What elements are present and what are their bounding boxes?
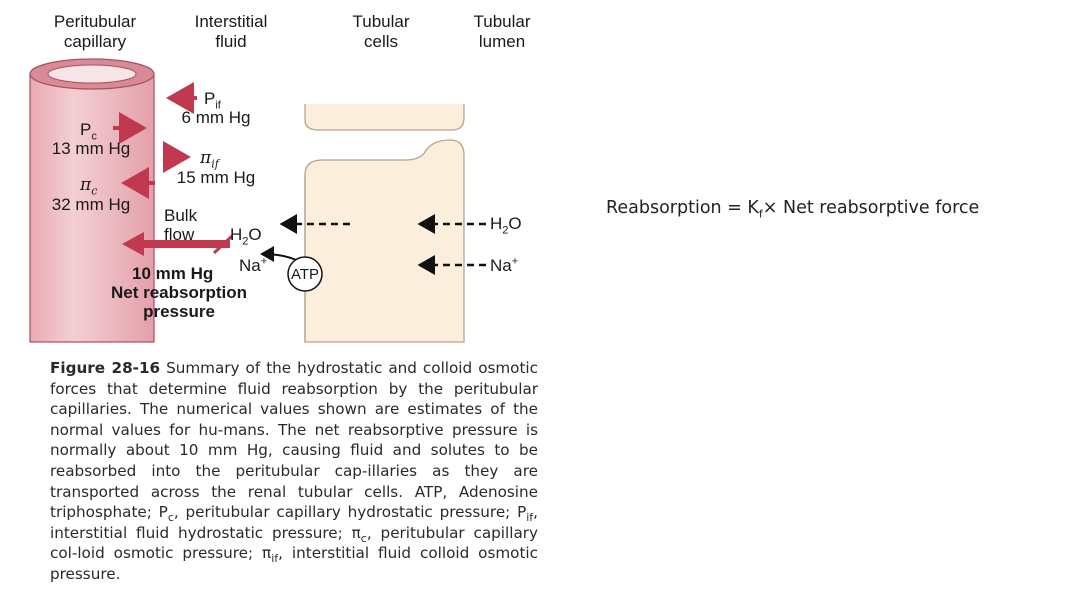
force-arrows bbox=[113, 82, 234, 256]
header-tubular-cells: Tubular cells bbox=[326, 12, 436, 52]
tubular-cells bbox=[304, 104, 465, 343]
pc-value: 13 mm Hg bbox=[51, 139, 131, 158]
pc-symbol: P bbox=[80, 120, 92, 139]
caption-sub4: if bbox=[271, 552, 279, 566]
bulk-flow-arrow-head bbox=[122, 232, 144, 256]
h2o-left-h: H bbox=[230, 225, 243, 244]
caption-part3: , interstitial fluid hydrostatic pressur… bbox=[50, 503, 538, 542]
pc-label: Pc 13 mm Hg bbox=[44, 120, 138, 158]
upper-tubular-cell bbox=[304, 104, 465, 131]
atp-label: ATP bbox=[290, 266, 320, 283]
header-peritubular-capillary: Peritubular capillary bbox=[40, 12, 150, 52]
atp-pump bbox=[287, 256, 323, 292]
h2o-left-o: O bbox=[248, 225, 262, 244]
formula-lhs: Reabsorption = K bbox=[606, 198, 759, 218]
na-right-na: Na bbox=[490, 256, 512, 275]
caption-part1: Summary of the hydrostatic and colloid o… bbox=[50, 359, 539, 522]
pif-symbol: P bbox=[204, 89, 216, 108]
pif-value: 6 mm Hg bbox=[181, 108, 251, 127]
na-left-na: Na bbox=[239, 256, 261, 275]
pic-sub: c bbox=[91, 184, 98, 198]
caption-part4: , peritubular capillary col-loid osmotic… bbox=[50, 523, 538, 563]
h2o-right-o: O bbox=[508, 214, 522, 233]
transport-arrows bbox=[260, 214, 486, 292]
header-peritubular-line2: capillary bbox=[63, 32, 127, 51]
header-interstitial-line1: Interstitial bbox=[194, 12, 268, 31]
pic-value: 32 mm Hg bbox=[51, 195, 131, 214]
piif-value: 15 mm Hg bbox=[176, 168, 256, 187]
header-lumen-line1: Tubular bbox=[473, 12, 531, 31]
lower-tubular-cell bbox=[304, 139, 465, 343]
header-cells-line1: Tubular bbox=[352, 12, 410, 31]
h2o-left-label: H2O bbox=[230, 225, 262, 248]
pif-label: Pif 6 mm Hg bbox=[176, 89, 256, 127]
pic-symbol: π bbox=[80, 175, 92, 195]
bulk-flow-label: Bulk flow bbox=[164, 206, 204, 244]
header-cells-line2: cells bbox=[363, 32, 398, 51]
h2o-right-h: H bbox=[490, 214, 503, 233]
bulk-flow-arrow-tail bbox=[212, 234, 234, 255]
h2o-left-sub: 2 bbox=[242, 235, 249, 248]
bulk-flow-line2: flow bbox=[164, 225, 195, 244]
caption-sub2: if bbox=[526, 511, 534, 525]
piif-symbol: π bbox=[200, 148, 212, 168]
caption-sub3: c bbox=[360, 531, 367, 545]
pic-label: πc 32 mm Hg bbox=[44, 175, 138, 215]
net-reabsorption-value: 10 mm Hg bbox=[132, 264, 214, 283]
h2o-right-label: H2O bbox=[490, 214, 522, 237]
header-interstitial-fluid: Interstitial fluid bbox=[176, 12, 286, 52]
formula-rhs: × Net reabsorptive force bbox=[762, 198, 980, 218]
net-label-line1: Net reabsorption bbox=[110, 283, 248, 302]
caption-part5: , interstitial fluid colloid osmotic pre… bbox=[50, 544, 538, 583]
h2o-right-sub: 2 bbox=[502, 224, 509, 237]
header-tubular-lumen: Tubular lumen bbox=[447, 12, 557, 52]
caption-sub1: c bbox=[167, 511, 174, 525]
na-left-sup: + bbox=[260, 255, 268, 268]
net-label-line2: pressure bbox=[143, 302, 215, 321]
pc-sub: c bbox=[91, 130, 97, 143]
piif-label: πif 15 mm Hg bbox=[170, 148, 262, 188]
header-lumen-line2: lumen bbox=[478, 32, 526, 51]
bulk-flow-line1: Bulk bbox=[164, 206, 198, 225]
reabsorption-formula: Reabsorption = Kf× Net reabsorptive forc… bbox=[606, 198, 980, 221]
caption-part2: , peritubular capillary hydrostatic pres… bbox=[173, 503, 527, 522]
header-peritubular-line1: Peritubular bbox=[53, 12, 137, 31]
header-interstitial-line2: fluid bbox=[215, 32, 247, 51]
na-left-label: Na+ bbox=[239, 256, 267, 275]
formula-sub: f bbox=[758, 207, 763, 221]
net-reabsorption-label: Net reabsorption pressure bbox=[96, 283, 262, 321]
pif-sub: if bbox=[215, 99, 221, 112]
piif-sub: if bbox=[211, 157, 219, 171]
figure-label: Figure 28-16 bbox=[50, 359, 161, 377]
na-right-sup: + bbox=[511, 255, 519, 268]
na-right-label: Na+ bbox=[490, 256, 518, 275]
